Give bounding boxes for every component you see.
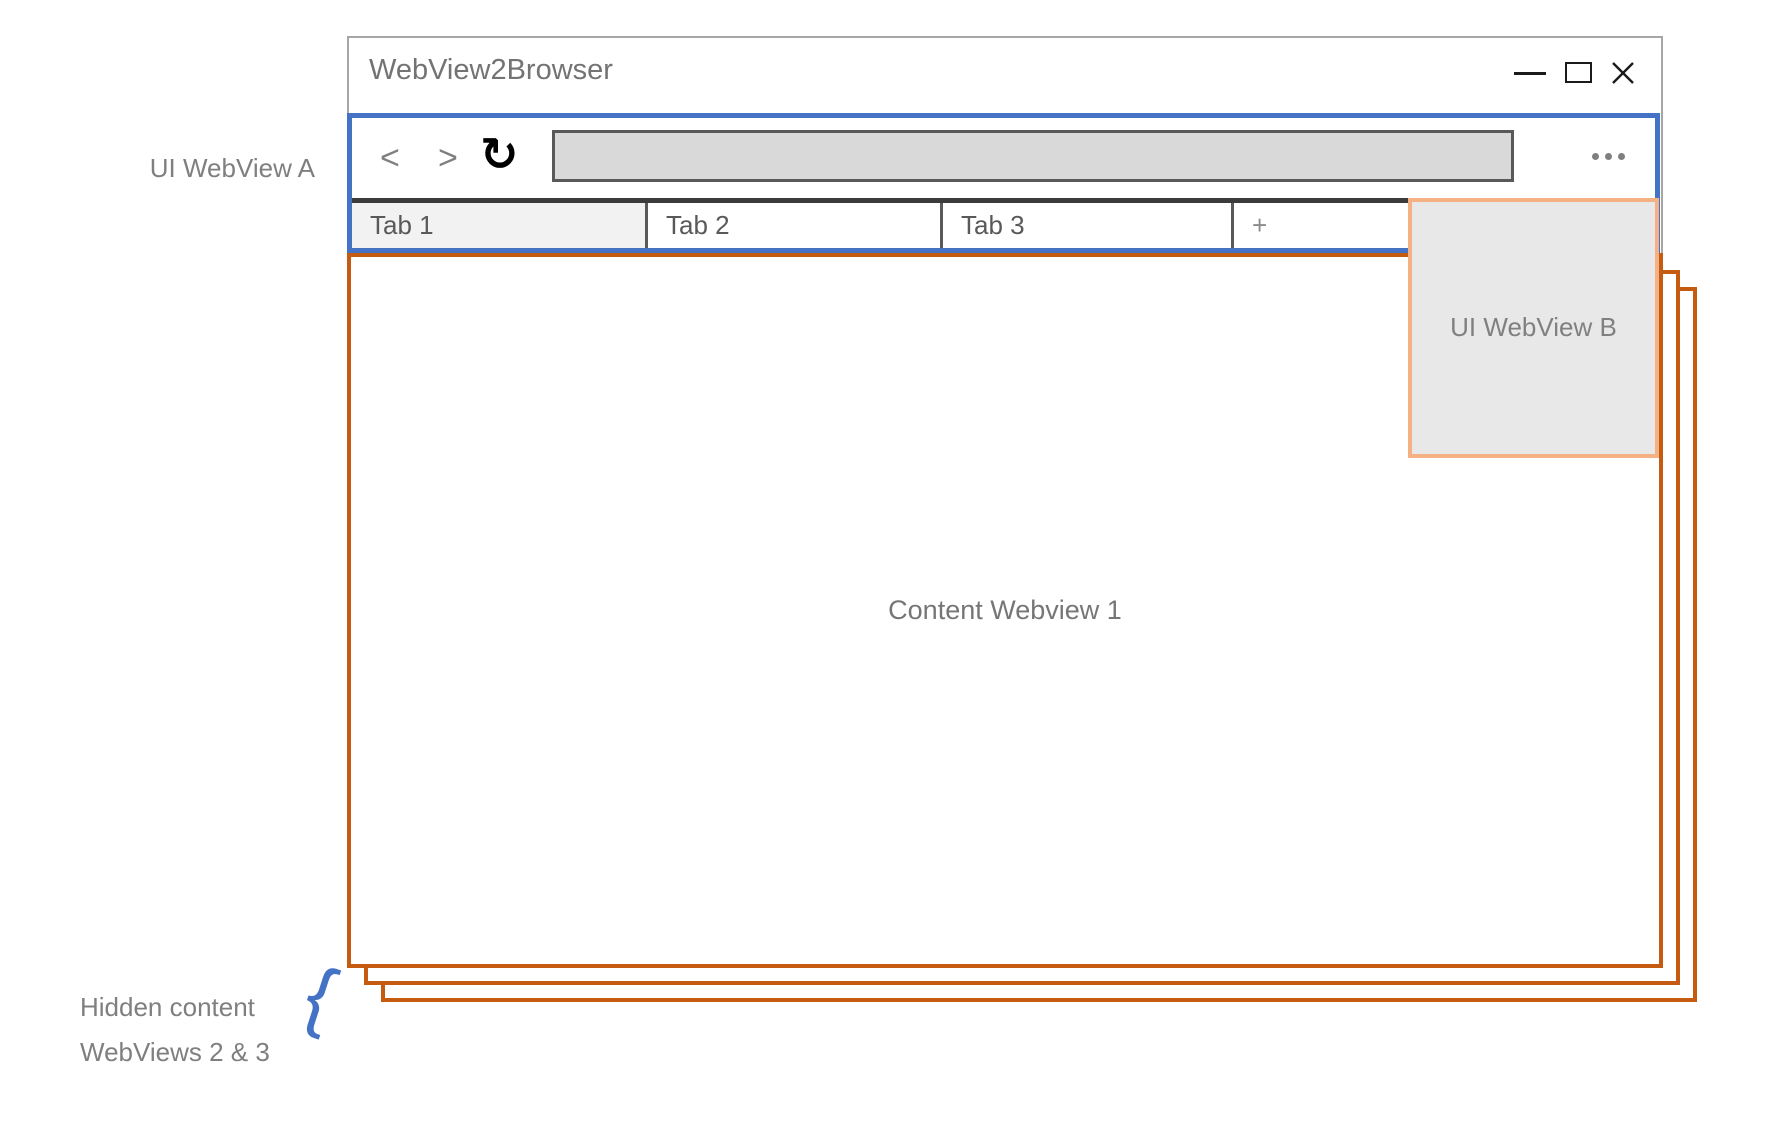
ui-webview-a-panel: < > ↻ Tab 1 Tab 2 Tab 3 + (347, 113, 1660, 253)
address-bar-input[interactable] (552, 130, 1514, 182)
content-webview-1-label: Content Webview 1 (888, 595, 1122, 625)
tab-strip: Tab 1 Tab 2 Tab 3 + (352, 203, 1655, 248)
tab-3[interactable]: Tab 3 (940, 203, 1231, 248)
tab-2[interactable]: Tab 2 (645, 203, 940, 248)
browser-toolbar: < > ↻ (352, 118, 1655, 198)
tab-1[interactable]: Tab 1 (352, 203, 645, 248)
ellipsis-dot (1605, 153, 1612, 160)
ellipsis-dot (1592, 153, 1599, 160)
back-icon[interactable]: < (380, 139, 400, 177)
minimize-icon[interactable] (1514, 72, 1546, 75)
ui-webview-b-panel: UI WebView B (1408, 198, 1659, 458)
close-icon[interactable] (1609, 59, 1637, 87)
reload-icon[interactable]: ↻ (480, 128, 519, 180)
tab-strip-divider (352, 198, 1655, 203)
hidden-webviews-caption-line2: WebViews 2 & 3 (80, 1037, 270, 1067)
ui-webview-a-annotation: UI WebView A (149, 153, 315, 183)
maximize-icon[interactable] (1565, 62, 1592, 83)
window-title: WebView2Browser (369, 54, 613, 86)
ellipsis-menu-icon[interactable] (1592, 153, 1625, 160)
ellipsis-dot (1618, 153, 1625, 160)
hidden-webviews-caption-line1: Hidden content (80, 992, 255, 1022)
forward-icon[interactable]: > (438, 139, 458, 177)
brace-icon: { (295, 949, 348, 1041)
